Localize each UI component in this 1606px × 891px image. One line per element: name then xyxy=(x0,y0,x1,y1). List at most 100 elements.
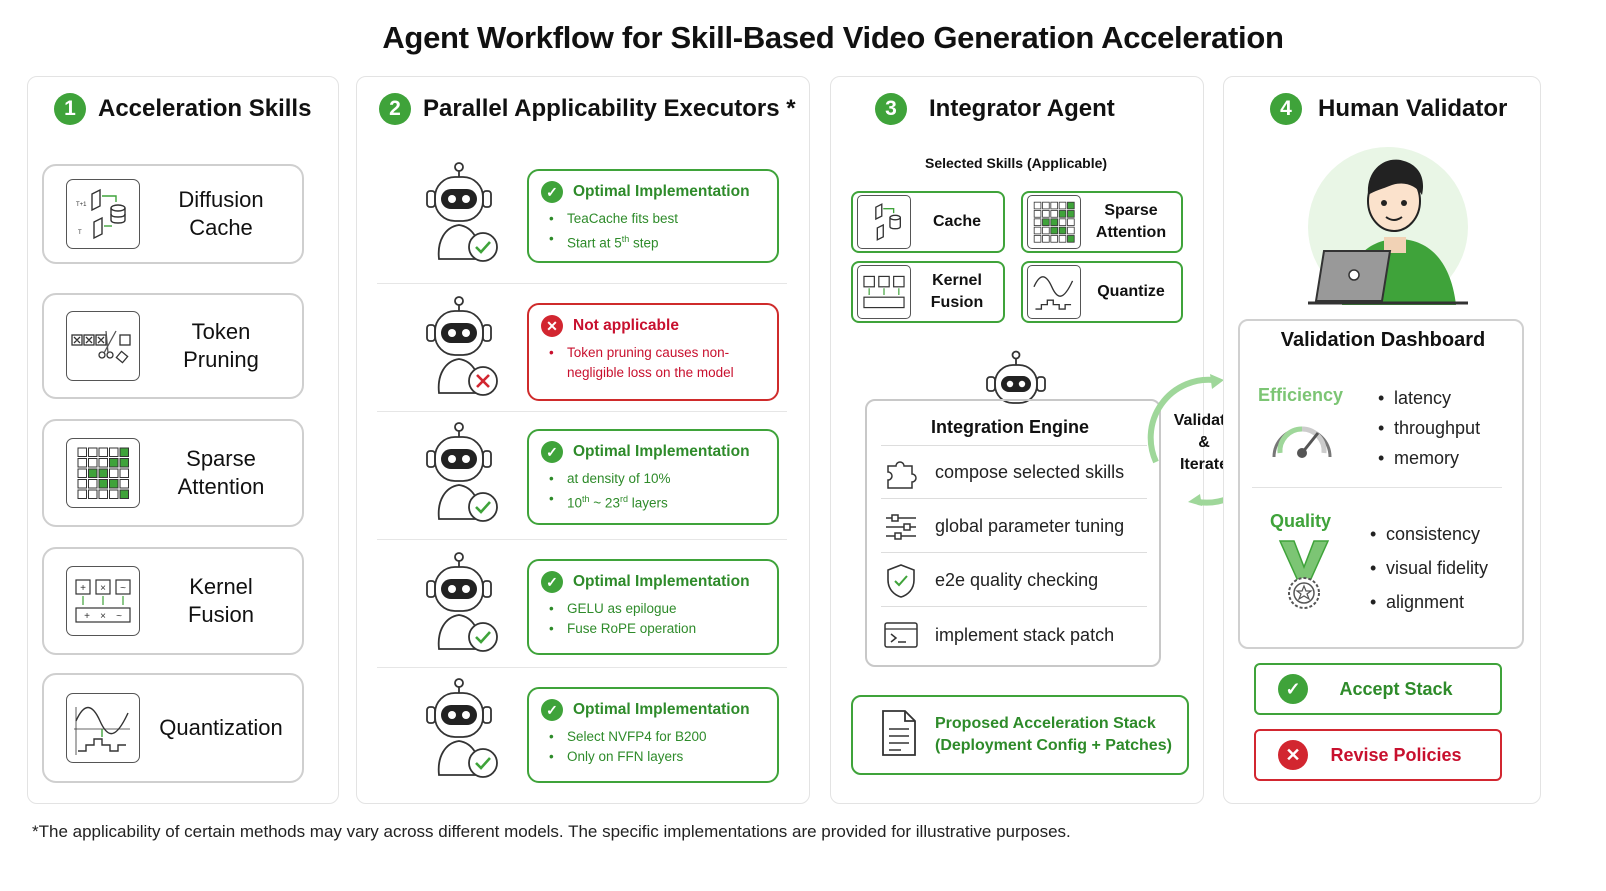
card-line: TeaCache fits best xyxy=(549,209,765,229)
accept-stack-button[interactable]: ✓ Accept Stack xyxy=(1254,663,1502,715)
executor-card-4[interactable]: ✓ Optimal Implementation GELU as epilogue… xyxy=(527,559,779,655)
gauge-icon xyxy=(1268,411,1336,472)
svg-text:~: ~ xyxy=(120,583,126,594)
svg-text:T: T xyxy=(78,230,82,236)
divider xyxy=(377,539,787,540)
check-icon: ✓ xyxy=(541,571,563,593)
step-number-3: 3 xyxy=(875,93,907,125)
kernel-fusion-icon: +×~+×~ xyxy=(66,566,140,636)
efficiency-label: Efficiency xyxy=(1258,385,1344,405)
metric-item: alignment xyxy=(1370,585,1488,619)
quality-label: Quality xyxy=(1270,511,1332,531)
executor-row-1: ✓Optimal Implementation TeaCache fits be… xyxy=(377,159,787,279)
skill-token-pruning[interactable]: Token Pruning xyxy=(42,293,304,399)
metric-item: throughput xyxy=(1378,413,1480,443)
check-icon: ✓ xyxy=(1278,674,1308,704)
engine-step-label: implement stack patch xyxy=(935,624,1115,645)
divider xyxy=(377,411,787,412)
metric-item: visual fidelity xyxy=(1370,551,1488,585)
step-number-1: 1 xyxy=(54,93,86,125)
validation-dashboard: Validation Dashboard Efficiency latency … xyxy=(1238,319,1524,649)
output-stack-label: Proposed Acceleration Stack (Deployment … xyxy=(935,715,1172,754)
revise-label: Revise Policies xyxy=(1330,744,1462,765)
terminal-icon xyxy=(881,621,921,649)
card-line: GELU as epilogue xyxy=(549,599,765,619)
svg-text:+: + xyxy=(80,583,86,594)
card-header: Optimal Implementation xyxy=(573,701,750,718)
integrator-panel: 3 Integrator Agent Selected Skills (Appl… xyxy=(830,76,1204,804)
integration-engine: Integration Engine compose selected skil… xyxy=(865,399,1161,667)
check-icon: ✓ xyxy=(541,181,563,203)
sliders-icon xyxy=(881,513,921,541)
panel-3-title: Integrator Agent xyxy=(929,95,1115,122)
panel-2-header: 2 Parallel Applicability Executors * xyxy=(379,93,796,125)
engine-step-label: global parameter tuning xyxy=(935,516,1125,536)
robot-icon xyxy=(421,159,511,269)
sparse-grid-icon xyxy=(1027,195,1081,249)
skill-sparse-attention[interactable]: Sparse Attention xyxy=(42,419,304,527)
executor-row-5: ✓ Optimal Implementation Select NVFP4 for… xyxy=(377,675,787,795)
robot-icon xyxy=(421,549,511,659)
card-line: Select NVFP4 for B200 xyxy=(549,727,765,747)
selected-skill-sparse-attention[interactable]: Sparse Attention xyxy=(1021,191,1183,253)
human-with-laptop-illustration xyxy=(1284,145,1480,307)
card-header: Optimal Implementation xyxy=(573,443,750,460)
check-icon: ✓ xyxy=(541,699,563,721)
skill-label: Diffusion Cache xyxy=(178,187,264,240)
shield-check-icon xyxy=(881,563,921,599)
skill-kernel-fusion[interactable]: +×~+×~ Kernel Fusion xyxy=(42,547,304,655)
engine-step-compose: compose selected skills xyxy=(881,447,1147,499)
panel-3-header: 3 Integrator Agent xyxy=(875,93,1115,125)
card-line: Start at 5th step xyxy=(549,229,765,254)
x-icon: ✕ xyxy=(1278,740,1308,770)
footnote: *The applicability of certain methods ma… xyxy=(32,822,1071,841)
executors-panel: 2 Parallel Applicability Executors * ✓Op… xyxy=(356,76,810,804)
divider xyxy=(377,667,787,668)
engine-step-quality: e2e quality checking xyxy=(881,555,1147,607)
dashboard-title: Validation Dashboard xyxy=(1280,329,1486,351)
executor-row-2: ✕Not applicable Token pruning causes non… xyxy=(377,293,787,413)
engine-title: Integration Engine xyxy=(931,417,1090,437)
executor-card-5[interactable]: ✓ Optimal Implementation Select NVFP4 for… xyxy=(527,687,779,783)
panel-1-title: Acceleration Skills xyxy=(98,95,312,122)
robot-icon xyxy=(421,419,511,529)
cache-icon xyxy=(857,195,911,249)
executor-row-4: ✓ Optimal Implementation GELU as epilogue… xyxy=(377,549,787,669)
skill-quantization[interactable]: Quantization xyxy=(42,673,304,783)
step-number-2: 2 xyxy=(379,93,411,125)
svg-text:+: + xyxy=(84,611,90,622)
card-header: Optimal Implementation xyxy=(573,573,750,590)
selected-skill-label: Quantize xyxy=(1097,283,1165,300)
engine-step-patch: implement stack patch xyxy=(881,609,1147,661)
validator-panel: 4 Human Validator Validation Dashboard E… xyxy=(1223,76,1541,804)
selected-skill-cache[interactable]: Cache xyxy=(851,191,1005,253)
selected-skill-label: Sparse Attention xyxy=(1095,202,1167,241)
executor-card-1[interactable]: ✓Optimal Implementation TeaCache fits be… xyxy=(527,169,779,263)
page-title: Agent Workflow for Skill-Based Video Gen… xyxy=(382,20,1284,55)
svg-text:×: × xyxy=(100,611,106,622)
output-stack-box[interactable]: Proposed Acceleration Stack (Deployment … xyxy=(851,695,1189,775)
selected-skill-kernel-fusion[interactable]: Kernel Fusion xyxy=(851,261,1005,323)
medal-icon xyxy=(1276,539,1332,618)
executor-card-2[interactable]: ✕Not applicable Token pruning causes non… xyxy=(527,303,779,401)
selected-skill-quantize[interactable]: Quantize xyxy=(1021,261,1183,323)
step-number-4: 4 xyxy=(1270,93,1302,125)
card-line: Only on FFN layers xyxy=(549,747,765,767)
revise-policies-button[interactable]: ✕ Revise Policies xyxy=(1254,729,1502,781)
selected-skill-label: Kernel Fusion xyxy=(930,272,984,311)
card-line: at density of 10% xyxy=(549,469,765,489)
executor-row-3: ✓Optimal Implementation at density of 10… xyxy=(377,419,787,539)
svg-text:T+1: T+1 xyxy=(76,202,87,208)
executor-card-3[interactable]: ✓Optimal Implementation at density of 10… xyxy=(527,429,779,525)
panel-4-title: Human Validator xyxy=(1318,95,1508,122)
engine-step-label: e2e quality checking xyxy=(935,570,1099,590)
metric-item: latency xyxy=(1378,383,1480,413)
quantization-wave-icon xyxy=(1027,265,1081,319)
scissors-icon xyxy=(66,311,140,381)
svg-text:×: × xyxy=(100,583,106,594)
engine-step-tuning: global parameter tuning xyxy=(881,501,1147,553)
efficiency-metrics: latency throughput memory xyxy=(1378,383,1480,473)
quality-metrics: consistency visual fidelity alignment xyxy=(1370,517,1488,619)
